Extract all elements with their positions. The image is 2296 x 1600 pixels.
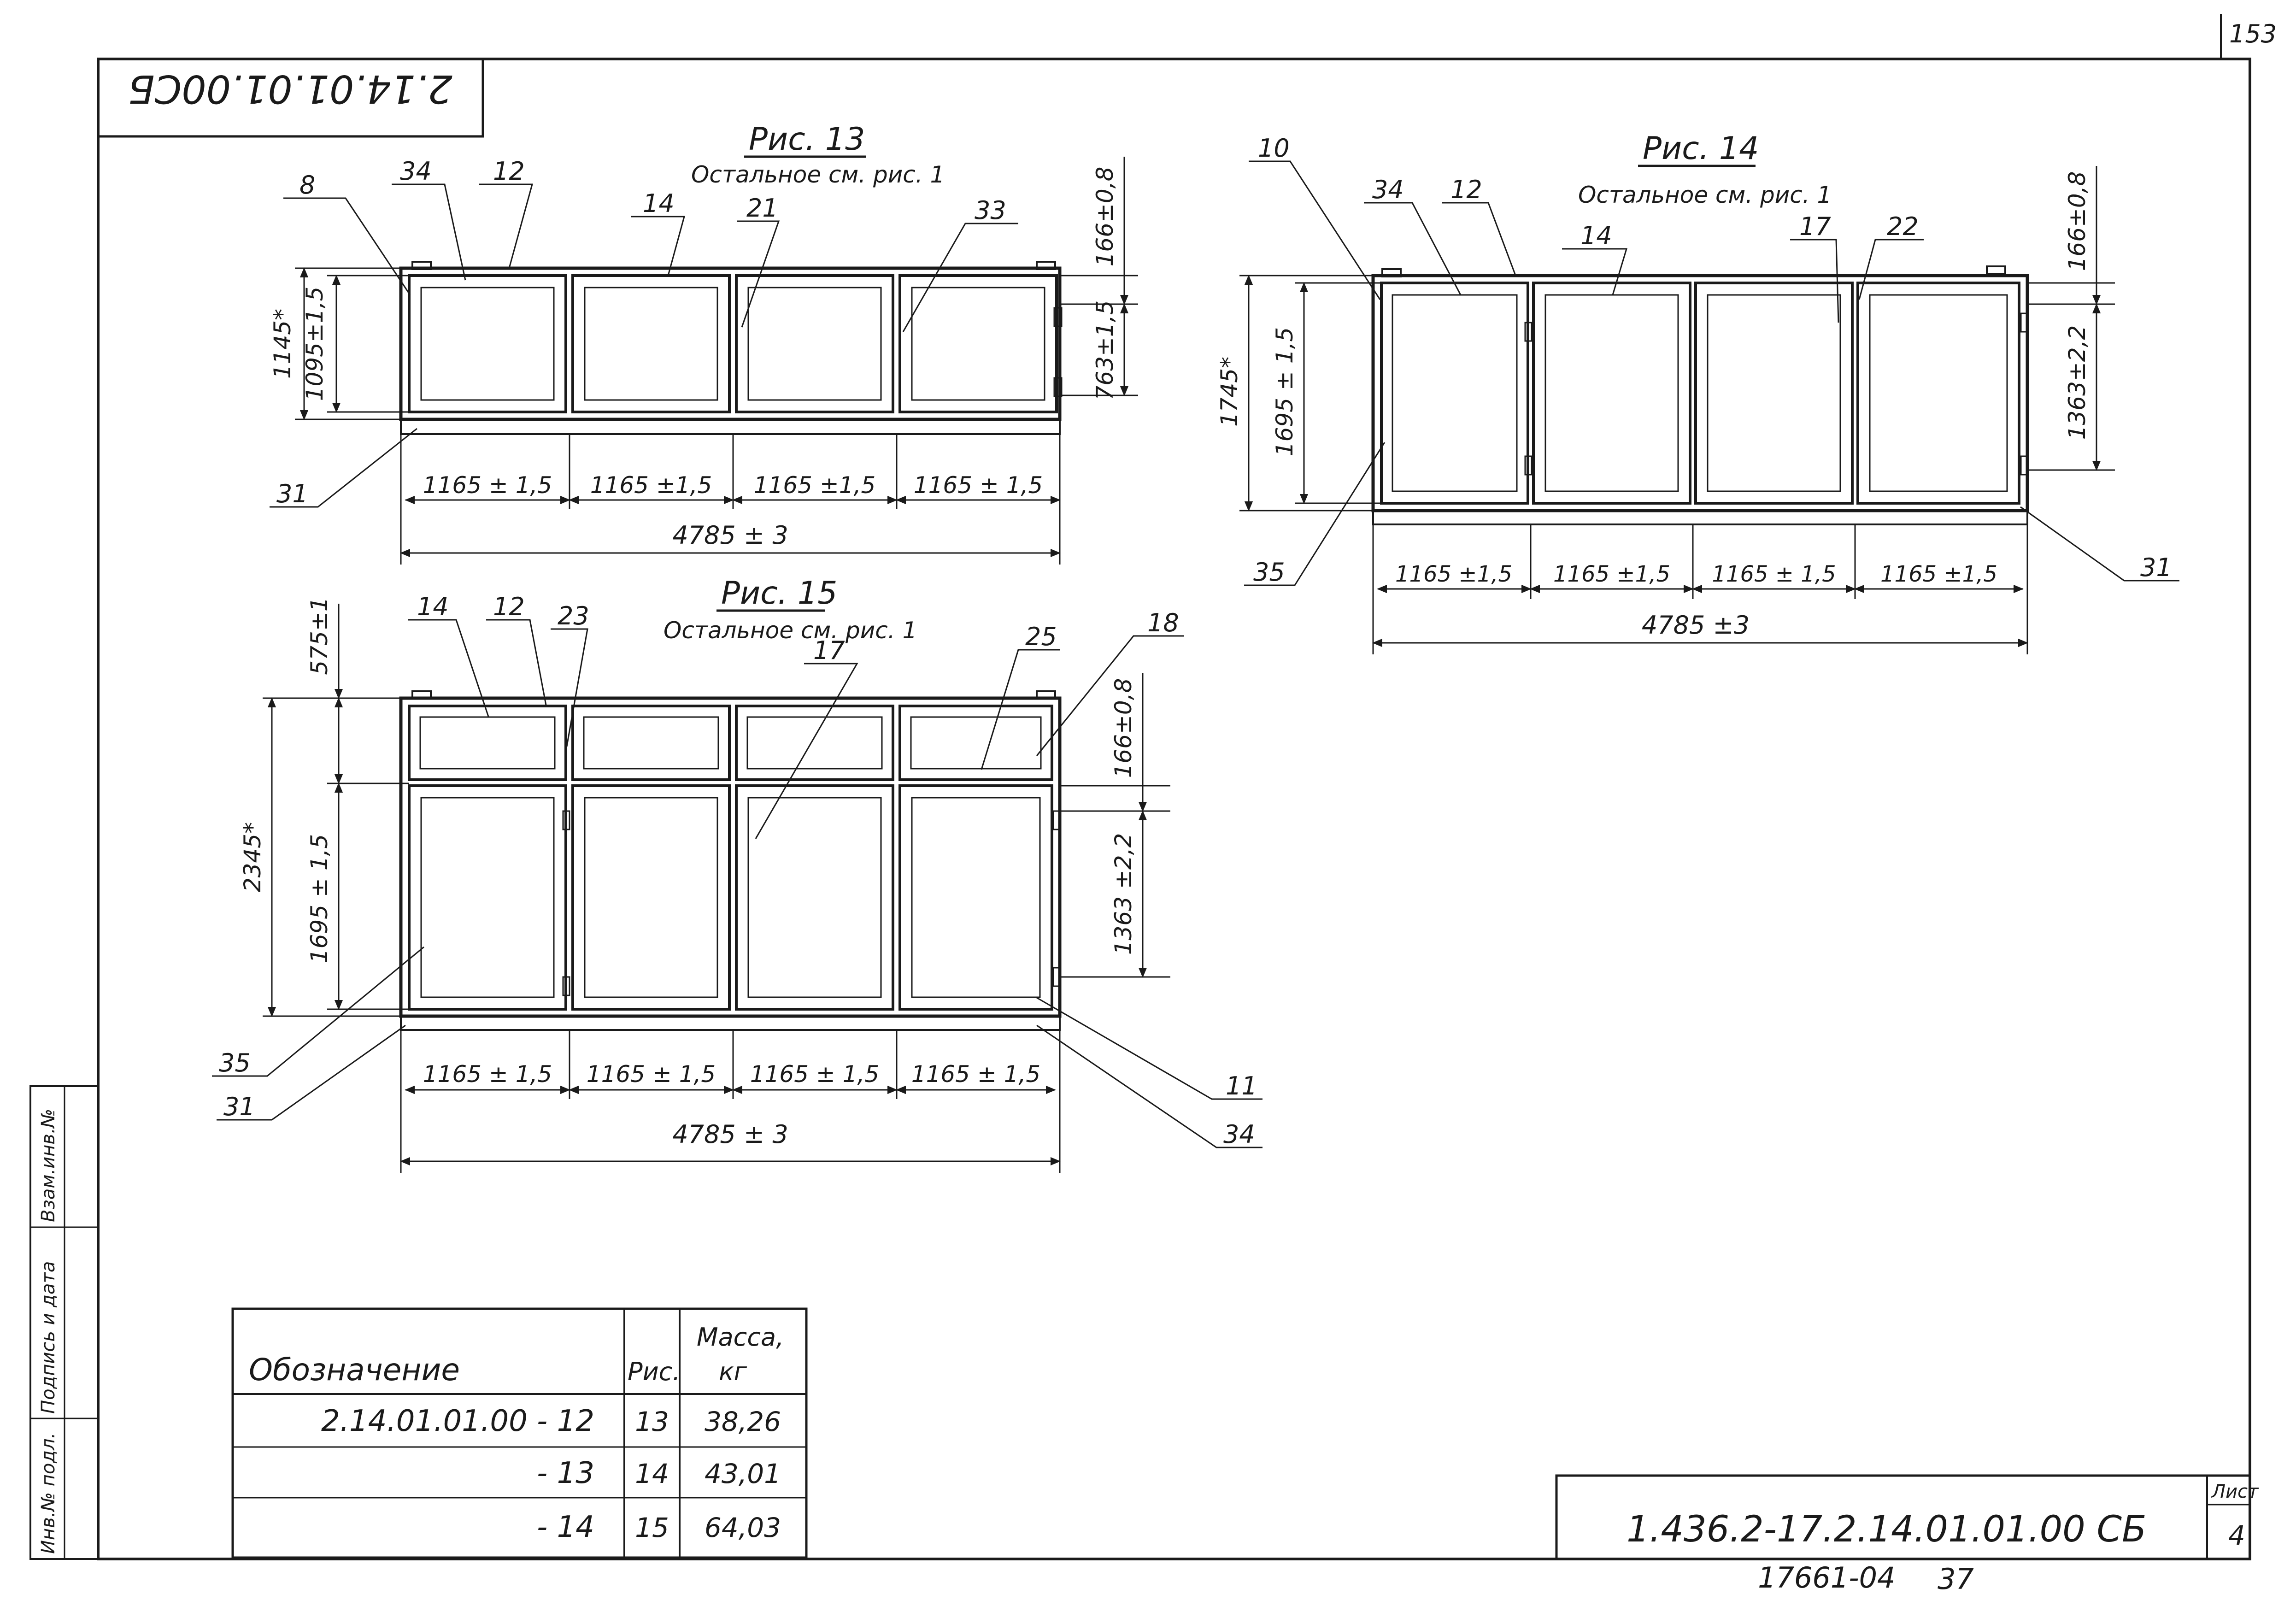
fig15-leader-31: 31 <box>223 1092 255 1121</box>
sheet-label: Лист <box>2211 1481 2259 1502</box>
mass-table-header-fig: Рис. <box>628 1357 681 1386</box>
fig14-dim-total: 4785 ±3 <box>1642 611 1750 640</box>
fig14-leader-17: 17 <box>1799 212 1831 241</box>
fig13-leader-12: 12 <box>493 157 525 186</box>
mass-row-2-designation: - 13 <box>537 1456 594 1490</box>
side-stamp: Инв.№ подл. Подпись и дата Взам.инв.№ <box>29 1085 99 1560</box>
fig15-leader-25: 25 <box>1025 622 1057 651</box>
fig15-dim-w3: 1165 ± 1,5 <box>750 1061 879 1088</box>
fig14-dim-w2: 1165 ±1,5 <box>1553 561 1670 587</box>
fig14-leader-35: 35 <box>1253 558 1285 587</box>
fig15-leader-23: 23 <box>558 601 589 630</box>
fig13-dim-h-total: 1145* <box>269 309 296 379</box>
fig14-dim-h-sash: 1695 ± 1,5 <box>1271 327 1298 456</box>
fig15-dim-side: 1363 ±2,2 <box>1110 833 1137 955</box>
fig13-title: Рис. 13 <box>749 121 865 158</box>
fig15-subtitle: Остальное см. рис. 1 <box>664 617 917 644</box>
side-stamp-podpis: Подпись и дата <box>38 1261 59 1414</box>
fig15-dim-h-total: 2345* <box>239 822 266 892</box>
fig14-leader-31: 31 <box>2140 553 2172 582</box>
page-corner-number: 153 <box>2229 19 2277 48</box>
fig13-dim-w3: 1165 ±1,5 <box>754 472 876 499</box>
side-stamp-vzam: Взам.инв.№ <box>38 1109 59 1222</box>
mass-table-header-mass: Масса, <box>697 1323 784 1352</box>
fig15-leader-11: 11 <box>1226 1071 1257 1100</box>
fig15-leader-12: 12 <box>493 592 525 621</box>
fig13-dim-w1: 1165 ± 1,5 <box>423 472 552 499</box>
title-code: 1.436.2-17.2.14.01.01.00 СБ <box>1627 1509 2147 1550</box>
mass-table-header-unit: кг <box>719 1357 747 1386</box>
figure-13: Рис. 13 Остальное см. рис. 1 1145* <box>269 121 1138 565</box>
mass-row-3-fig: 15 <box>635 1512 669 1543</box>
footer-code: 17661-04 <box>1758 1561 1896 1594</box>
fig13-dim-w2: 1165 ±1,5 <box>590 472 712 499</box>
fig14-dim-side: 1363±2,2 <box>2064 325 2090 440</box>
mirrored-code: 2.14.01.01.00СБ <box>128 66 452 112</box>
fig13-dim-total: 4785 ± 3 <box>672 521 788 550</box>
fig15-title: Рис. 15 <box>721 575 837 612</box>
mass-row-3-mass: 64,03 <box>705 1512 781 1543</box>
fig15-dim-top: 166±0,8 <box>1110 678 1137 778</box>
fig15-leader-35: 35 <box>219 1048 251 1077</box>
fig14-leader-12: 12 <box>1450 175 1482 204</box>
title-block: 1.436.2-17.2.14.01.01.00 СБ Лист 4 17661… <box>1555 1474 2259 1596</box>
fig13-dim-w4: 1165 ± 1,5 <box>914 472 1043 499</box>
mass-table: Обозначение Рис. Масса, кг 2.14.01.01.00… <box>231 1307 808 1559</box>
fig15-window <box>399 690 1062 1031</box>
fig13-dim-side: 763±1,5 <box>1092 300 1118 400</box>
fig14-leader-22: 22 <box>1887 212 1919 241</box>
mass-row-2-fig: 14 <box>635 1458 669 1489</box>
fig14-leader-10: 10 <box>1258 134 1290 163</box>
figure-14: Рис. 14 Остальное см. рис. 1 <box>1216 130 2179 654</box>
fig15-dim-total: 4785 ± 3 <box>672 1120 788 1149</box>
mass-row-1-designation: 2.14.01.01.00 - 12 <box>321 1404 594 1438</box>
mass-row-3-designation: - 14 <box>537 1510 594 1544</box>
fig15-leader-14: 14 <box>417 592 449 621</box>
fig14-window <box>1371 265 2029 525</box>
fig15-dim-w4: 1165 ± 1,5 <box>911 1061 1040 1088</box>
fig15-dim-h-sash: 1695 ± 1,5 <box>306 834 333 963</box>
side-stamp-inv-podl: Инв.№ подл. <box>38 1433 59 1554</box>
fig15-leader-17: 17 <box>813 636 845 665</box>
fig13-dim-top: 166±0,8 <box>1092 167 1118 267</box>
mass-row-1-fig: 13 <box>635 1406 669 1437</box>
fig13-leader-34: 34 <box>400 157 432 186</box>
fig15-dim-h-top: 575±1 <box>306 597 333 675</box>
fig15-dim-w1: 1165 ± 1,5 <box>423 1061 552 1088</box>
footer-num: 37 <box>1938 1562 1974 1596</box>
fig13-leader-21: 21 <box>746 194 778 223</box>
fig15-leader-18: 18 <box>1147 608 1179 637</box>
mass-table-header-designation: Обозначение <box>249 1352 460 1388</box>
fig13-dim-h-sash: 1095±1,5 <box>301 287 328 401</box>
fig14-dim-h-total: 1745* <box>1216 357 1243 427</box>
fig14-title: Рис. 14 <box>1643 130 1759 167</box>
sheet-number: 4 <box>2228 1520 2245 1551</box>
fig13-leader-8: 8 <box>299 171 315 200</box>
mass-row-2-mass: 43,01 <box>705 1458 781 1489</box>
fig13-leader-31: 31 <box>276 479 308 508</box>
fig14-dim-w1: 1165 ±1,5 <box>1395 561 1512 587</box>
fig13-leader-33: 33 <box>975 196 1006 225</box>
fig15-leader-34: 34 <box>1223 1120 1255 1149</box>
fig14-dim-top: 166±0,8 <box>2064 171 2090 271</box>
fig14-subtitle: Остальное см. рис. 1 <box>1578 182 1832 208</box>
figure-15: Рис. 15 Остальное см. рис. 1 <box>212 575 1263 1173</box>
fig13-window <box>399 261 1063 435</box>
mass-row-1-mass: 38,26 <box>705 1406 781 1437</box>
fig13-subtitle: Остальное см. рис. 1 <box>691 161 945 188</box>
fig14-leader-14: 14 <box>1580 221 1612 250</box>
fig14-dim-w4: 1165 ±1,5 <box>1880 561 1997 587</box>
fig13-leader-14: 14 <box>643 189 675 218</box>
sheet-frame: 153 2.14.01.01.00СБ <box>97 14 2277 1560</box>
fig14-leader-34: 34 <box>1372 175 1404 204</box>
fig15-dim-w2: 1165 ± 1,5 <box>587 1061 716 1088</box>
fig14-dim-w3: 1165 ± 1,5 <box>1712 561 1836 587</box>
